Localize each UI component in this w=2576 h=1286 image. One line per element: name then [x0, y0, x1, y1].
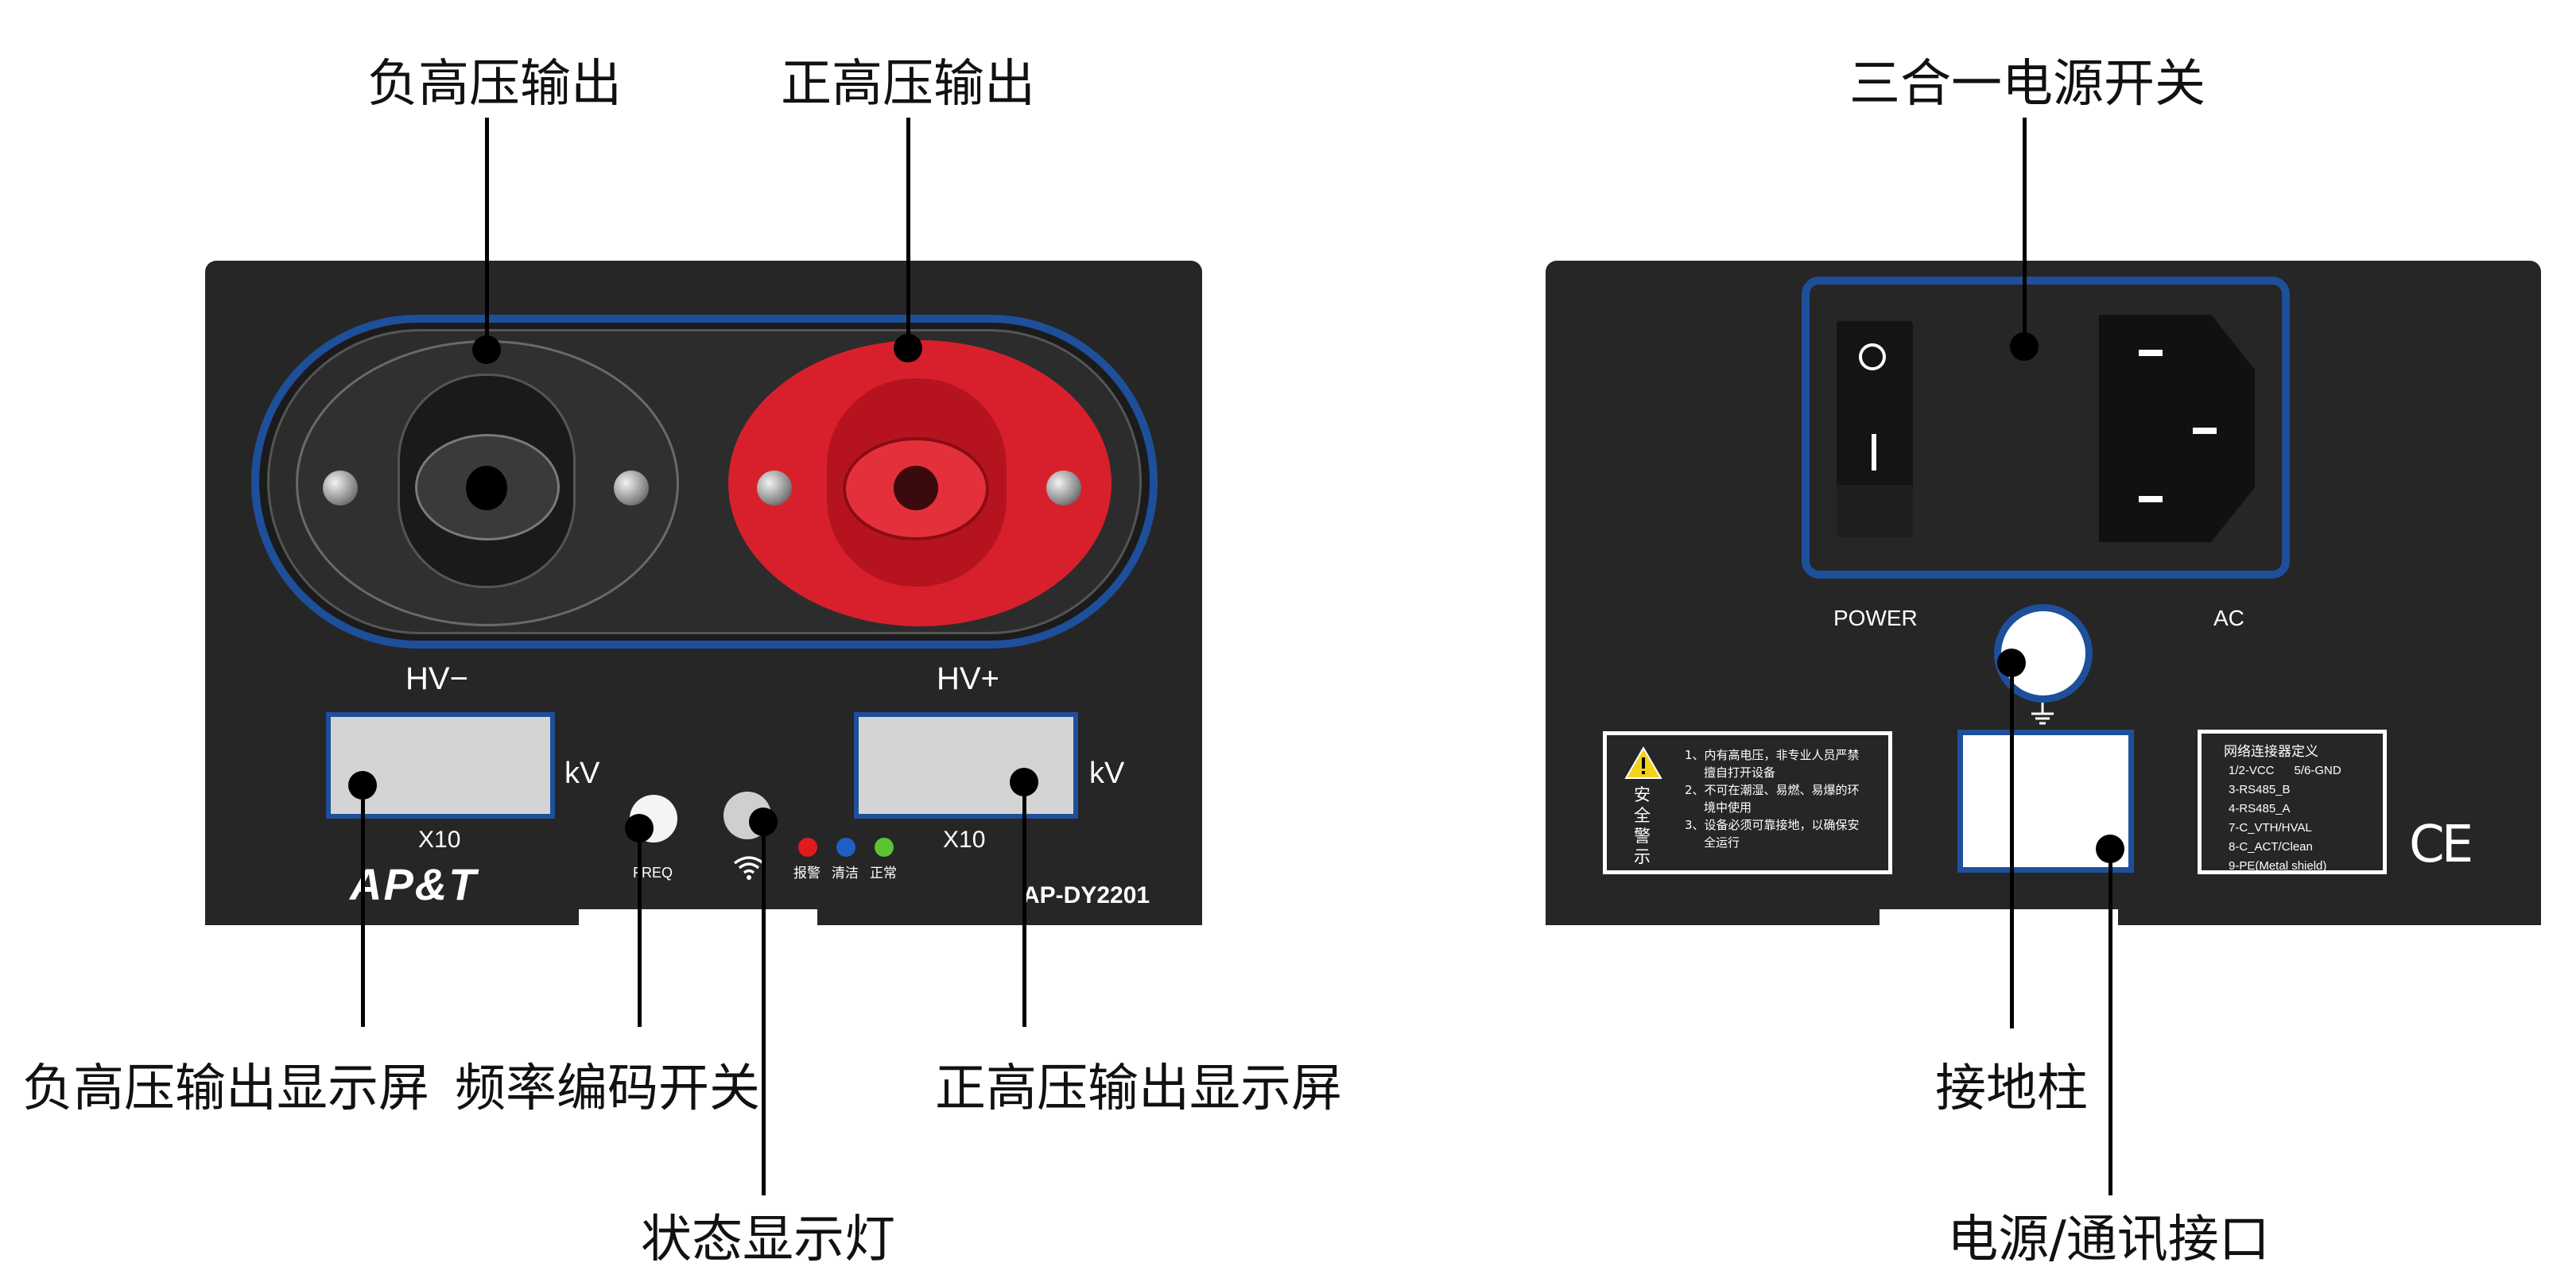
leader-line: [485, 118, 489, 348]
brand-logo: AP&T: [350, 859, 478, 909]
callout-dot: [1997, 649, 2026, 677]
callout-dot: [348, 771, 377, 800]
ac-inlet[interactable]: [2099, 315, 2255, 542]
callout-dot: [625, 814, 654, 842]
leader-line: [762, 823, 766, 1195]
leader-line: [2010, 663, 2014, 1028]
model-label: AP-DY2201: [1022, 882, 1150, 908]
screw-icon: [1046, 471, 1081, 505]
leader-line: [2023, 118, 2027, 343]
power-switch-rocker: [1837, 485, 1913, 537]
hv-plus-label: HV+: [937, 661, 999, 696]
callout-power-switch: 三合一电源开关: [1849, 55, 2206, 114]
screw-icon: [323, 471, 358, 505]
callout-power-comm-port: 电源/通讯接口: [1947, 1210, 2270, 1269]
front-panel-notch: [579, 909, 817, 927]
callout-pos-hv-output: 正高压输出: [781, 55, 1035, 114]
freq-label: FREQ: [633, 865, 673, 881]
callout-dot: [749, 808, 778, 836]
ac-pin: [2139, 350, 2163, 356]
callout-dot: [2010, 332, 2039, 361]
callout-pos-hv-display: 正高压输出显示屏: [935, 1059, 1342, 1118]
positive-terminal-hole[interactable]: [894, 466, 938, 510]
x10-label-right: X10: [943, 827, 986, 853]
power-label: POWER: [1833, 606, 1918, 630]
callout-neg-hv-display: 负高压输出显示屏: [22, 1059, 429, 1118]
connector-definition-box: 网络连接器定义 1/2-VCC 5/6-GND 3-RS485_B 4-RS48…: [2198, 730, 2387, 874]
callout-dot: [894, 334, 922, 362]
connector-line: 7-C_VTH/HVAL: [2229, 821, 2312, 835]
ac-pin: [2193, 428, 2217, 434]
hv-minus-label: HV−: [405, 661, 468, 696]
warning-line: 2、不可在潮湿、易燃、易爆的环: [1685, 783, 1860, 797]
callout-neg-hv-output: 负高压输出: [367, 55, 622, 114]
kv-unit-left: kV: [564, 757, 600, 790]
clean-led: [836, 838, 855, 857]
clean-led-label: 清洁: [832, 866, 859, 881]
power-switch[interactable]: [1837, 321, 1913, 537]
safety-warning-box: 安全警示 1、内有高电压，非专业人员严禁 擅自打开设备 2、不可在潮湿、易燃、易…: [1603, 731, 1892, 874]
connector-title: 网络连接器定义: [2224, 744, 2318, 760]
ac-label: AC: [2213, 606, 2244, 630]
leader-line: [2109, 849, 2112, 1195]
warning-line: 擅自打开设备: [1704, 765, 1776, 780]
connector-line: 9-PE(Metal shield): [2229, 859, 2327, 873]
ce-mark: CE: [2409, 815, 2473, 874]
power-off-symbol: [1859, 343, 1886, 370]
connector-line: 1/2-VCC 5/6-GND: [2229, 764, 2341, 777]
callout-dot: [2096, 835, 2124, 863]
leader-line: [1022, 782, 1026, 1027]
callout-dot: [1010, 768, 1038, 796]
warning-title: 安全警示: [1634, 785, 1651, 866]
leader-line: [906, 118, 910, 348]
warning-triangle-icon: [1624, 746, 1662, 783]
connector-line: 4-RS485_A: [2229, 802, 2291, 815]
connector-line: 3-RS485_B: [2229, 783, 2291, 796]
normal-led: [875, 838, 894, 857]
warning-line: 3、设备必须可靠接地，以确保安: [1685, 818, 1860, 832]
callout-status-light: 状态显示灯: [641, 1210, 895, 1269]
positive-hv-display: [854, 712, 1078, 819]
ground-symbol-icon: [2029, 703, 2056, 728]
leader-line: [361, 785, 365, 1027]
screw-icon: [614, 471, 649, 505]
warning-line: 全运行: [1704, 835, 1740, 850]
warning-text: 1、内有高电压，非专业人员严禁 擅自打开设备 2、不可在潮湿、易燃、易爆的环 境…: [1685, 746, 1891, 851]
callout-freq-switch: 频率编码开关: [455, 1059, 760, 1118]
kv-unit-right: kV: [1089, 757, 1125, 790]
leader-line: [638, 830, 642, 1027]
connector-line: 8-C_ACT/Clean: [2229, 840, 2313, 854]
x10-label-left: X10: [418, 827, 461, 853]
callout-dot: [472, 335, 501, 364]
negative-terminal-hole[interactable]: [466, 466, 507, 510]
back-panel-notch: [1880, 909, 2118, 927]
alarm-led: [798, 838, 817, 857]
screw-icon: [757, 471, 792, 505]
normal-led-label: 正常: [870, 866, 897, 881]
ac-pin: [2139, 496, 2163, 502]
callout-ground-post: 接地柱: [1935, 1059, 2088, 1118]
warning-line: 1、内有高电压，非专业人员严禁: [1685, 748, 1860, 762]
wifi-icon: [731, 854, 766, 881]
power-on-symbol: [1872, 434, 1876, 471]
alarm-led-label: 报警: [793, 866, 821, 881]
warning-line: 境中使用: [1704, 800, 1752, 815]
